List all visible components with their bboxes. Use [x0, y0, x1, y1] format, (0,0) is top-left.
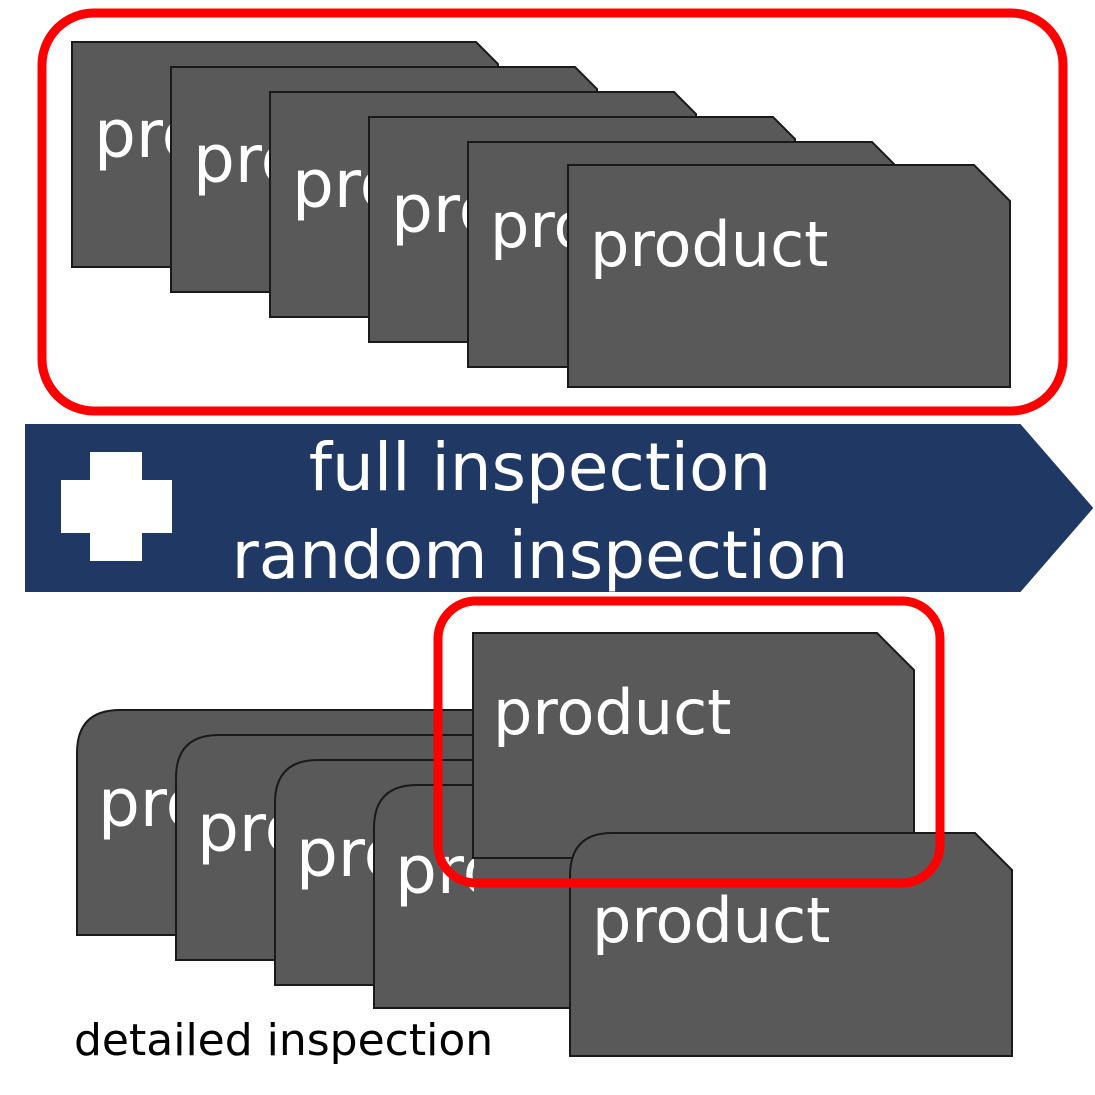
banner-arrow: [25, 424, 1094, 592]
top-product-stack: product product product product product …: [71, 41, 1011, 388]
bottom-product-stack: product product product product product …: [76, 632, 1013, 1057]
plus-icon: [61, 452, 172, 561]
top-card-4-label: product: [391, 171, 645, 248]
front-product-card-label: product: [592, 884, 830, 957]
banner-line-2: random inspection: [232, 517, 849, 594]
selected-product-card-label: product: [493, 676, 731, 749]
front-product-card: [569, 832, 1013, 1057]
top-highlight-frame: [37, 8, 1068, 416]
bottom-card-3-label: product: [296, 815, 550, 892]
bottom-card-2-label: product: [197, 790, 451, 867]
inspection-banner: full inspection random inspection: [25, 424, 1094, 594]
detailed-inspection-caption: detailed inspection: [74, 1015, 493, 1066]
top-card-2-label: product: [193, 121, 447, 198]
top-card-6-label: product: [590, 208, 828, 281]
top-card-1-label: product: [94, 96, 348, 173]
top-card-6: [567, 164, 1011, 388]
top-card-5-label: product: [490, 189, 728, 262]
top-card-3-label: product: [292, 146, 546, 223]
bottom-card-1-label: product: [98, 765, 352, 842]
banner-line-1: full inspection: [309, 429, 771, 506]
selection-highlight-frame: [433, 596, 945, 888]
selected-product-card: [472, 632, 915, 859]
